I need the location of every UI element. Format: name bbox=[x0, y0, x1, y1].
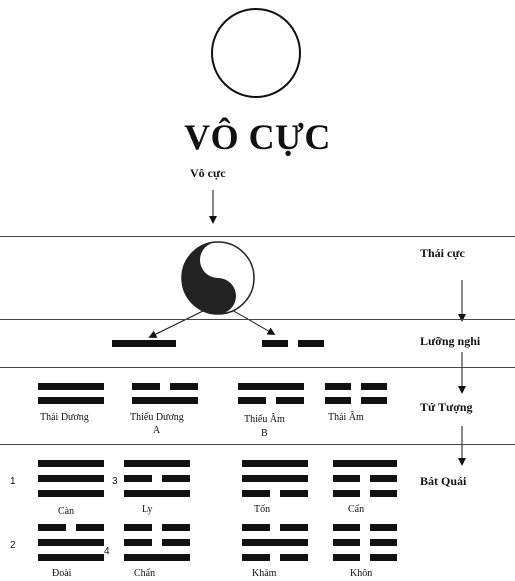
thai-am-symbol bbox=[325, 383, 387, 407]
doai-trigram bbox=[38, 524, 104, 562]
tu-tuong-label: Tứ Tượng bbox=[420, 400, 473, 414]
trigram-number: 4 bbox=[104, 546, 110, 557]
divider bbox=[0, 444, 515, 445]
can-trigram bbox=[38, 460, 104, 498]
vo-cuc-label: Vô cực bbox=[190, 166, 226, 180]
can-mountain-trigram bbox=[333, 460, 397, 498]
trigram-number: 1 bbox=[10, 476, 16, 487]
trigram-name: Khảm bbox=[252, 568, 277, 579]
trigram-name: Chấn bbox=[134, 568, 156, 579]
thai-duong-symbol bbox=[38, 383, 104, 407]
tu-tuong-name: Thái Âm bbox=[328, 412, 364, 423]
trigram-number: 2 bbox=[10, 540, 16, 551]
thai-cuc-label: Thái cực bbox=[420, 246, 465, 260]
chan-trigram bbox=[124, 524, 190, 562]
tu-tuong-name: Thiếu Âm bbox=[244, 414, 285, 425]
divider bbox=[0, 367, 515, 368]
vo-cuc-circle bbox=[211, 8, 301, 98]
trigram-name: Tốn bbox=[254, 504, 271, 515]
kham-trigram bbox=[242, 524, 308, 562]
yang-line bbox=[112, 340, 176, 347]
trigram-number: 3 bbox=[112, 476, 118, 487]
tu-tuong-name: Thái Dương bbox=[40, 412, 89, 423]
trigram-name: Đoài bbox=[52, 568, 72, 579]
divider bbox=[0, 319, 515, 320]
thieu-duong-symbol bbox=[132, 383, 198, 407]
trigram-name: Cấn bbox=[348, 504, 365, 515]
thieu-am-symbol bbox=[238, 383, 304, 407]
trigram-name: Càn bbox=[58, 506, 75, 517]
arrow-to-yin bbox=[231, 309, 276, 335]
page-title: VÔ CỰC bbox=[184, 117, 331, 157]
divider bbox=[0, 236, 515, 237]
ton-trigram bbox=[242, 460, 308, 498]
khon-trigram bbox=[333, 524, 397, 562]
arrow-to-yang bbox=[148, 309, 206, 338]
yin-line-left bbox=[262, 340, 288, 347]
tu-tuong-name: Thiếu Dương bbox=[130, 412, 184, 423]
tu-tuong-mark: B bbox=[261, 428, 268, 439]
bat-quai-label: Bát Quái bbox=[420, 474, 467, 488]
tu-tuong-mark: A bbox=[153, 425, 161, 436]
trigram-name: Khôn bbox=[350, 568, 373, 579]
trigram-name: Ly bbox=[142, 504, 153, 515]
ly-trigram bbox=[124, 460, 190, 498]
yin-yang-icon bbox=[181, 241, 255, 315]
luong-nghi-label: Lưỡng nghi bbox=[420, 334, 481, 348]
yin-line-right bbox=[298, 340, 324, 347]
